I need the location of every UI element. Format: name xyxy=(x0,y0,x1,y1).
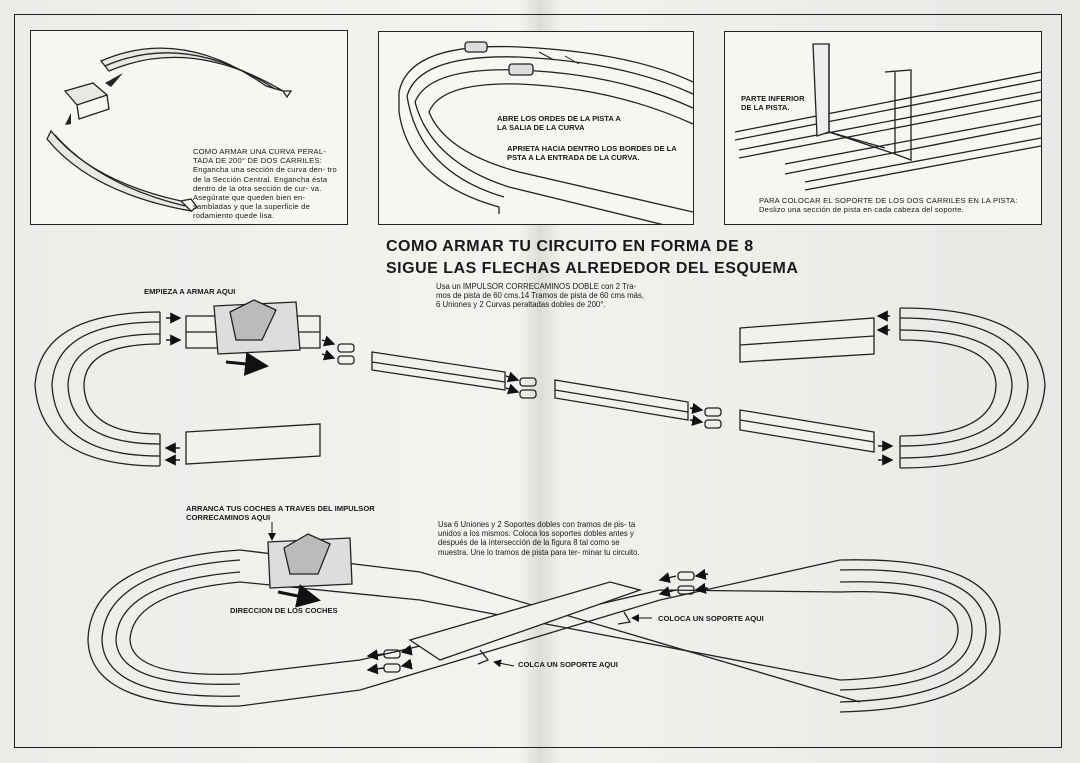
panel-curve-assembly: COMO ARMAR UNA CURVA PERAL- TADA DE 200°… xyxy=(30,30,348,225)
bottom-of-track-label: PARTE INFERIOR DE LA PISTA. xyxy=(741,94,805,112)
layout-note: Usa un IMPULSOR CORRECAMINOS DOBLE con 2… xyxy=(436,282,645,310)
support-caption: PARA COLOCAR EL SOPORTE DE LOS DOS CARRI… xyxy=(759,196,1039,214)
curve-assembly-illustration xyxy=(46,47,293,213)
panel-track-edges: ABRE LOS ORDES DE LA PISTA A LA SALIA DE… xyxy=(378,31,694,225)
start-here-label: EMPIEZA A ARMAR AQUI xyxy=(144,287,236,296)
panel-support: PARTE INFERIOR DE LA PISTA. PARA COLOCAR… xyxy=(724,31,1042,225)
curve-assembly-body: Engancha una sección de curva den- tro d… xyxy=(193,165,337,221)
main-subtitle: SIGUE LAS FLECHAS ALREDEDOR DEL ESQUEMA xyxy=(386,260,799,277)
support-heading: PARA COLOCAR EL SOPORTE DE LOS DOS CARRI… xyxy=(759,196,1018,205)
support-bottom-label: COLCA UN SOPORTE AQUI xyxy=(518,660,618,669)
car-direction-label: DIRECCION DE LOS COCHES xyxy=(230,606,338,615)
main-title: COMO ARMAR TU CIRCUITO EN FORMA DE 8 xyxy=(386,238,754,255)
assembly-arrows xyxy=(164,310,894,466)
support-body: Deslizo una sección de pista en cada cab… xyxy=(759,205,964,215)
page-frame xyxy=(14,14,1062,748)
figure8-arrows xyxy=(268,522,709,675)
curve-assembly-heading: COMO ARMAR UNA CURVA PERAL- TADA DE 200°… xyxy=(193,147,326,166)
exploded-layout xyxy=(34,299,1046,469)
launch-label: ARRANCA TUS COCHES A TRAVES DEL IMPULSOR… xyxy=(186,504,375,522)
figure8-layout xyxy=(87,533,1001,713)
bridge-note: Usa 6 Uniones y 2 Soportes dobles con tr… xyxy=(438,520,640,557)
tighten-edges-label: APRIETA HACIA DENTRO LOS BORDES DE LA PS… xyxy=(507,144,677,162)
curve-assembly-caption: COMO ARMAR UNA CURVA PERAL- TADA DE 200°… xyxy=(193,147,341,221)
support-right-label: COLOCA UN SOPORTE AQUI xyxy=(658,614,764,623)
track-edges-illustration xyxy=(398,41,693,224)
support-illustration xyxy=(734,43,1041,191)
open-edges-label: ABRE LOS ORDES DE LA PISTA A LA SALIA DE… xyxy=(497,114,621,132)
